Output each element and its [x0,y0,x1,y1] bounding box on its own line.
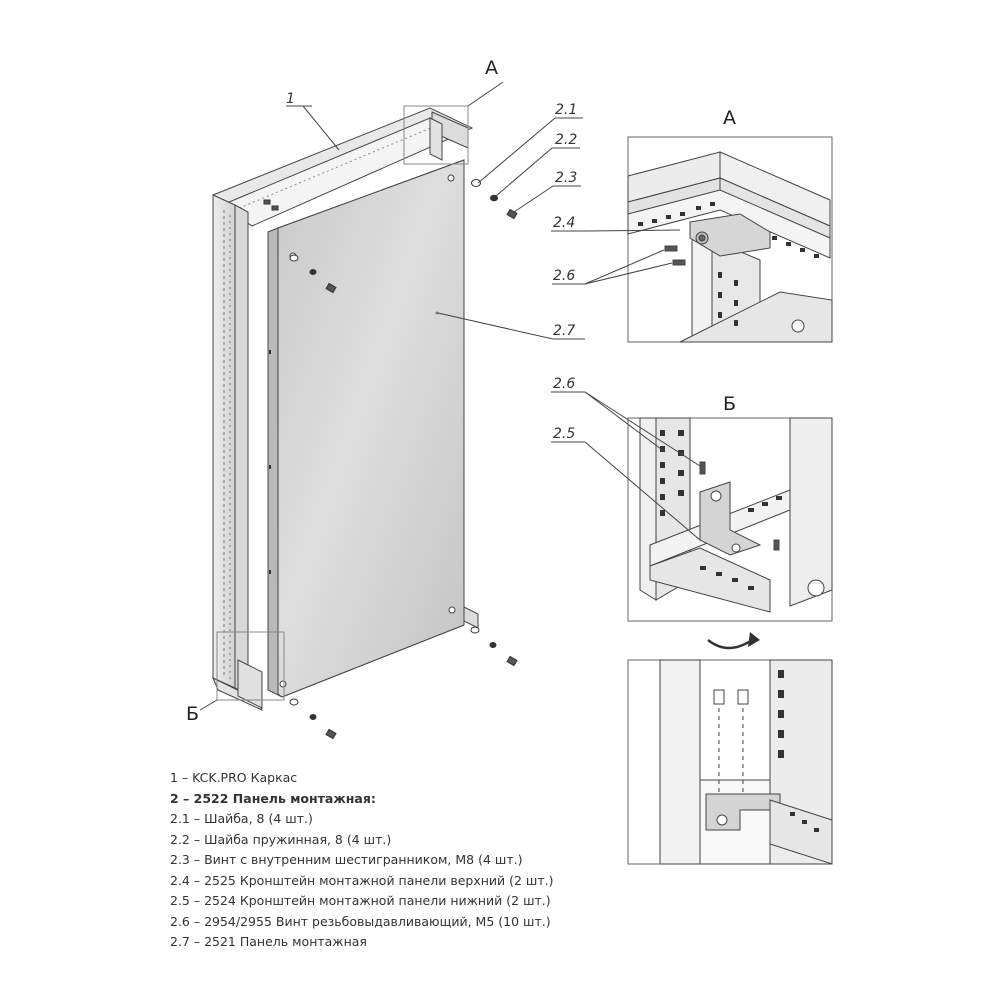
screw-2-3-icon [506,208,518,220]
leader-lines [199,81,585,711]
callout-2-3: 2.3 [555,170,577,186]
view-label-b-detail: Б [723,393,736,415]
spring-washer-2-2-icon [490,194,498,202]
detail-view-b-rotated [627,659,833,865]
parts-legend: 1 – KCK.PRO Каркас 2 – 2522 Панель монтаж… [170,768,770,953]
legend-item: 2.5 – 2524 Кронштейн монтажной панели ни… [170,893,551,908]
legend-item: 2.1 – Шайба, 8 (4 шт.) [170,811,313,826]
callout-2-6-bottom: 2.6 [553,376,575,392]
legend-item: 2.7 – 2521 Панель монтажная [170,934,367,949]
callout-2-4: 2.4 [553,215,575,231]
callout-2-6-top: 2.6 [553,268,575,284]
rotate-arrow-icon [707,632,760,650]
washer-2-1-icon [471,179,481,187]
detail-frame-b [216,631,285,701]
detail-view-b [551,391,833,622]
slot-pattern-a [638,202,819,326]
legend-item: 2.2 – Шайба пружинная, 8 (4 шт.) [170,831,392,847]
view-label-b-main: Б [186,703,199,725]
slot-pattern-b-rotated [778,670,819,832]
legend-item: 2 – 2522 Панель монтажная: [170,790,376,806]
view-label-a-main: А [485,57,498,79]
legend-item: 2.4 – 2525 Кронштейн монтажной панели ве… [170,872,554,888]
callout-1: 1 [286,91,295,107]
callout-2-7: 2.7 [553,323,575,339]
mounting-panel-2-7 [267,159,465,698]
legend-item: 2.3 – Винт с внутренним шестигранником, … [170,852,523,867]
callout-2-1: 2.1 [555,102,577,118]
fasteners-main [263,179,518,740]
callout-2-2: 2.2 [555,132,577,148]
slot-pattern-b [660,430,782,590]
callout-2-5: 2.5 [553,426,575,442]
view-label-a-detail: А [723,107,736,129]
detail-view-a [551,136,833,343]
detail-frame-a [403,105,469,165]
legend-item: 2.6 – 2954/2955 Винт резьбовыдавливающий… [170,913,551,929]
legend-item: 1 – KCK.PRO Каркас [170,770,298,785]
frame-1 [211,107,479,711]
